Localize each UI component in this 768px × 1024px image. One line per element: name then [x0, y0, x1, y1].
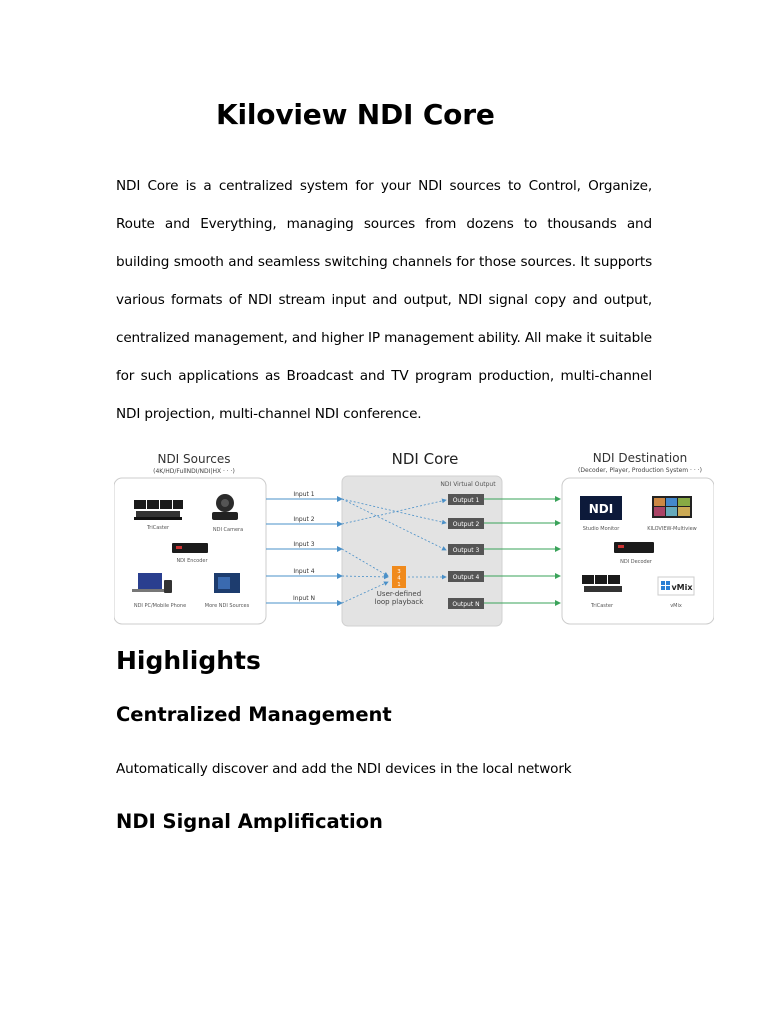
multiview-icon [652, 496, 692, 518]
loop-badge-1: 3 [397, 569, 401, 575]
dest-label-studio-monitor: Studio Monitor [583, 526, 620, 532]
sources-subtitle: (4K/HD/FullNDI/NDI|HX · · ·) [153, 468, 235, 475]
input-label-n: Input N [293, 595, 315, 602]
tricaster-source-icon [134, 500, 183, 520]
source-label-pc-mobile: NDI PC/Mobile Phone [134, 603, 186, 609]
centralized-management-text: Automatically discover and add the NDI d… [116, 761, 572, 777]
pc-mobile-icon [132, 573, 172, 593]
tricaster-dest-icon [582, 575, 622, 592]
output-label-4: Output 4 [453, 574, 480, 581]
core-title: NDI Core [392, 450, 459, 468]
ndi-logo-text: NDI [589, 502, 613, 516]
loop-label-line1: User-defined [377, 590, 421, 598]
ndi-encoder-icon [172, 543, 208, 553]
input-label-4: Input 4 [293, 568, 314, 575]
output-label-1: Output 1 [453, 497, 480, 504]
vmix-logo: vMix [657, 576, 695, 596]
intro-paragraph: NDI Core is a centralized system for you… [116, 178, 652, 422]
source-label-more: More NDI Sources [205, 603, 250, 609]
output-boxes [448, 494, 484, 609]
ndi-decoder-icon [614, 542, 654, 553]
routing-lines [341, 498, 447, 604]
ndi-core-diagram: NDI Sources (4K/HD/FullNDI/NDI|HX · · ·)… [114, 450, 714, 627]
dest-label-vmix: vMix [670, 603, 682, 609]
output-label-3: Output 3 [453, 547, 480, 554]
ndi-camera-icon [212, 494, 238, 520]
page-title: Kiloview NDI Core [216, 98, 495, 131]
studio-monitor-icon: NDI [580, 496, 622, 520]
dest-label-multiview: KILOVIEW-Multiview [647, 526, 697, 532]
dest-subtitle: (Decoder, Player, Production System · · … [578, 467, 702, 474]
vmix-logo-text: vMix [671, 583, 693, 592]
source-label-tricaster: TriCaster [146, 525, 170, 531]
input-label-1: Input 1 [293, 491, 314, 498]
output-label-n: Output N [452, 601, 479, 608]
loop-badge-2: 4 [397, 576, 401, 582]
output-label-2: Output 2 [453, 521, 480, 528]
source-label-ndi-camera: NDI Camera [213, 527, 243, 533]
more-sources-icon [214, 573, 240, 593]
virtual-output-label: NDI Virtual Output [440, 481, 496, 488]
input-label-2: Input 2 [293, 516, 314, 523]
source-label-ndi-encoder: NDI Encoder [176, 558, 208, 564]
sources-title: NDI Sources [157, 452, 230, 466]
loop-badge-3: 1 [397, 582, 401, 588]
dest-label-ndi-decoder: NDI Decoder [620, 559, 653, 565]
input-lines [266, 496, 343, 606]
loop-badge: 3 4 1 [392, 566, 406, 588]
ndi-signal-amplification-heading: NDI Signal Amplification [116, 810, 383, 833]
dest-label-tricaster: TriCaster [590, 603, 614, 609]
loop-label-line2: loop playback [375, 598, 425, 606]
highlights-heading: Highlights [116, 646, 261, 675]
output-lines [484, 496, 561, 606]
dest-title: NDI Destination [593, 451, 687, 465]
centralized-management-heading: Centralized Management [116, 703, 392, 726]
input-label-3: Input 3 [293, 541, 314, 548]
